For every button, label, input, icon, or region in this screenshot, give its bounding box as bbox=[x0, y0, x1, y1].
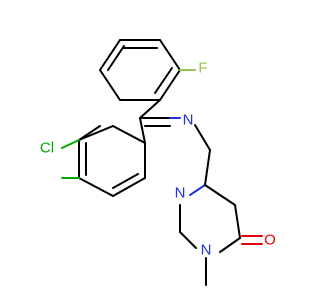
atom-amide-nitrogen: N bbox=[201, 242, 212, 259]
diazepine-ring bbox=[139, 99, 211, 196]
atom-imine-nitrogen: N bbox=[183, 112, 194, 129]
atom-carbonyl-oxygen: O bbox=[264, 232, 276, 249]
atom-ring-nitrogen: N bbox=[175, 185, 186, 202]
atom-chlorine: Cl bbox=[40, 140, 54, 157]
chlorobenzene-ring bbox=[78, 125, 146, 197]
piperazinone-ring bbox=[179, 184, 241, 253]
atom-fluorine: F bbox=[198, 60, 207, 77]
molecule-structure: Cl F N N N O bbox=[40, 39, 276, 286]
bond-c-cl bbox=[61, 139, 80, 149]
fluorophenyl-ring bbox=[99, 39, 181, 101]
